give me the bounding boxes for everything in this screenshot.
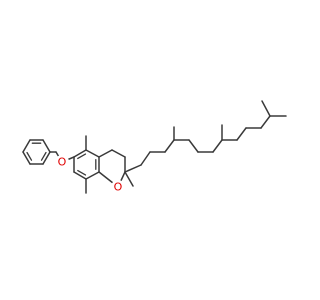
single-bond bbox=[98, 149, 113, 158]
structural-formula: O O bbox=[22, 100, 287, 194]
single-bond bbox=[73, 149, 87, 158]
double-bond-inner bbox=[77, 153, 87, 160]
double-bond-inner bbox=[40, 151, 47, 161]
single-bond bbox=[261, 100, 271, 117]
ether-oxygen-atom: O bbox=[55, 155, 69, 169]
single-bond bbox=[22, 139, 31, 153]
single-bond bbox=[42, 139, 51, 153]
single-bond bbox=[164, 139, 175, 153]
single-bond bbox=[111, 149, 126, 158]
molecule-canvas: O O bbox=[22, 100, 287, 194]
single-bond bbox=[236, 127, 247, 141]
ring-oxygen-background bbox=[111, 180, 125, 194]
single-bond bbox=[140, 151, 151, 166]
atom-layer: O O bbox=[55, 155, 125, 194]
single-bond bbox=[212, 139, 223, 153]
single-bond bbox=[22, 151, 31, 165]
single-bond bbox=[85, 171, 100, 180]
single-bond bbox=[260, 115, 271, 129]
double-bond-inner bbox=[26, 151, 33, 161]
single-bond bbox=[124, 171, 134, 187]
single-bond bbox=[188, 139, 199, 153]
single-bond bbox=[42, 151, 51, 165]
double-bond-inner bbox=[77, 169, 87, 176]
single-bond bbox=[124, 164, 142, 173]
ring-oxygen-label: O bbox=[114, 181, 123, 194]
single-bond bbox=[73, 171, 87, 180]
bond-layer bbox=[22, 100, 287, 194]
ether-oxygen-background bbox=[55, 155, 69, 169]
ether-oxygen-label: O bbox=[58, 156, 67, 169]
ring-oxygen-atom: O bbox=[111, 180, 125, 194]
single-bond bbox=[85, 149, 100, 158]
